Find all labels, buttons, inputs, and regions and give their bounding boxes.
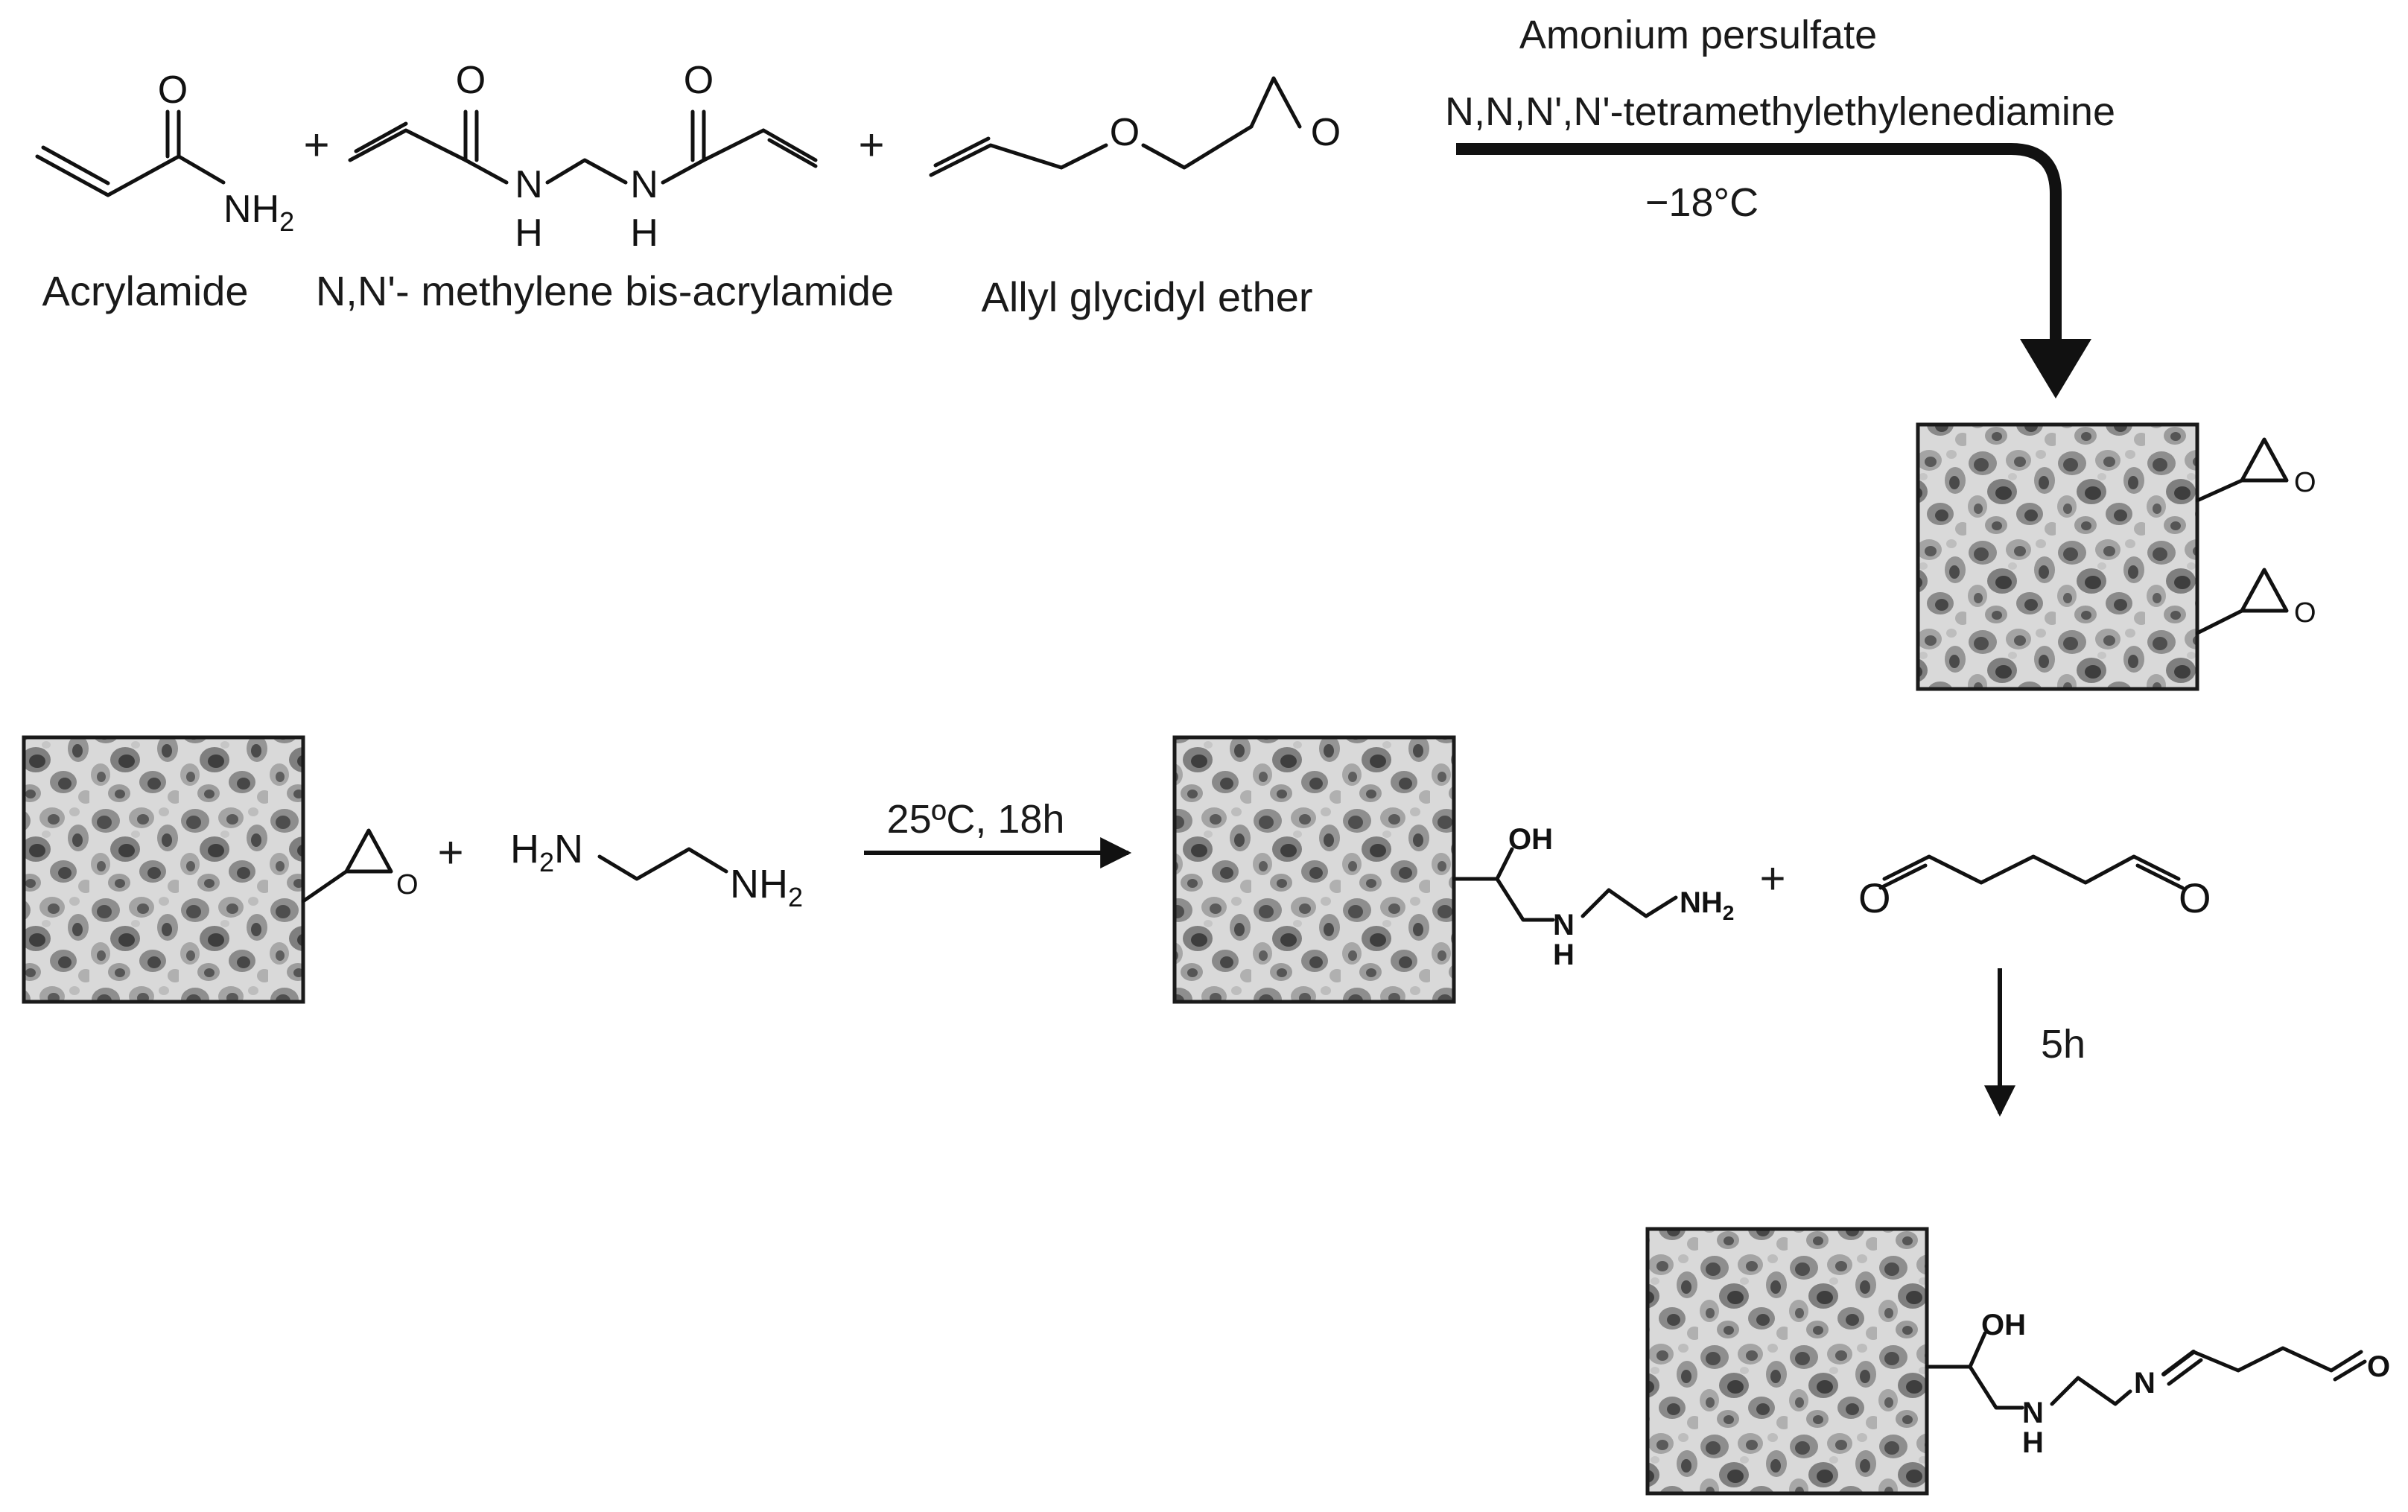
step3-condition: 5h [2041,1022,2085,1067]
atom-hydrogen: H [515,212,543,255]
atom-hydrogen: H [630,212,658,255]
age-structure: O O [929,76,1341,177]
cryogel-epoxy-reactant: O [22,735,419,1004]
atom-oxygen: O [2179,874,2211,921]
atom-oxygen: O [1858,874,1891,921]
atom-nitrogen: N [1553,909,1575,941]
atom-nh2: NH2 [730,862,803,912]
atom-oxygen: O [2294,467,2316,498]
plus-sign: + [858,120,884,170]
mba-structure: O N H N H O [348,59,818,255]
atom-hydrogen: H [1553,938,1575,971]
ethylenediamine-structure: H2N NH2 [510,827,803,912]
temperature-label: −18°C [1645,180,1759,225]
atom-oxygen: O [2294,597,2316,629]
atom-nh2: NH2 [1680,886,1734,924]
atom-hydroxyl: OH [1508,823,1553,856]
atom-hydroxyl: OH [1981,1309,2026,1341]
plus-sign: + [303,120,329,170]
atom-h2n: H2N [510,827,583,877]
atom-nh2: NH2 [223,188,294,237]
step2-condition: 25ºC, 18h [887,797,1065,842]
acrylamide-label: Acrylamide [42,267,249,314]
atom-nitrogen: N [2134,1367,2156,1400]
atom-nitrogen: N [2022,1397,2044,1429]
polymerization-arrow [1456,143,2091,398]
cryogel-amine: OH N H NH2 [1172,735,1734,1004]
atom-oxygen: O [456,59,486,102]
atom-oxygen: O [684,59,714,102]
plus-sign: + [1759,854,1785,903]
atom-oxygen: O [1311,111,1341,154]
mba-label: N,N'- methylene bis-acrylamide [316,267,894,314]
acrylamide-structure: O NH2 [35,69,294,237]
atom-nitrogen: N [515,163,543,206]
plus-sign: + [437,828,463,877]
cryogel-epoxy: O O [1916,422,2316,691]
atom-hydrogen: H [2022,1426,2044,1459]
glutaraldehyde-structure: O O [1858,854,2211,921]
atom-oxygen: O [2367,1350,2390,1383]
atom-oxygen: O [396,869,419,900]
atom-oxygen: O [158,69,188,112]
atom-nitrogen: N [630,163,658,206]
age-label: Allyl glycidyl ether [981,273,1312,320]
cryogel-aldehyde-product: OH N H N O [1645,1227,2390,1496]
catalyst-label: N,N,N',N'-tetramethylethylenediamine [1445,89,2115,134]
atom-oxygen: O [1110,111,1140,154]
initiator-label: Amonium persulfate [1519,13,1877,57]
